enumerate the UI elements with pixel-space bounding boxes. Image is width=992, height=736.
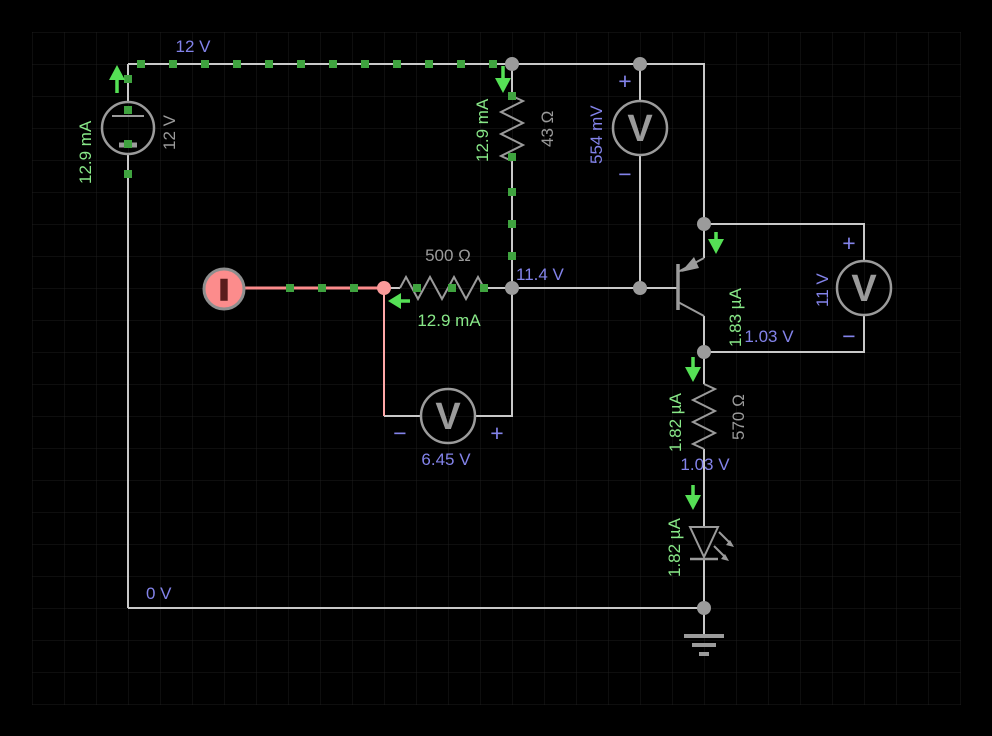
voltmeter-output[interactable]: V (835, 259, 893, 317)
node-dot (633, 57, 647, 71)
label-source-current: 12.9 mA (76, 120, 95, 184)
current-source-glyph: I (220, 275, 228, 305)
voltmeter-output-plus-sign: + (842, 230, 855, 256)
label-mid-node-voltage: 11.4 V (516, 265, 565, 284)
node-dot (697, 345, 711, 359)
label-collector-node-voltage: 1.03 V (744, 327, 794, 346)
wire-top-rail[interactable] (128, 63, 705, 224)
transistor-emitter-arrow-icon (681, 257, 699, 272)
resistor-570-zigzag[interactable] (690, 383, 718, 450)
node-dot (633, 281, 647, 295)
label-top-rail-voltage: 12 V (176, 37, 212, 56)
wire-voltmeter-output-top[interactable] (704, 223, 865, 261)
voltmeter-glyph: V (851, 268, 877, 310)
current-arrow-down-emitter (708, 232, 724, 254)
transistor-collector-diagonal[interactable] (677, 301, 705, 317)
resistor-500-zigzag[interactable] (399, 274, 485, 302)
led-emission-arrows-icon (713, 531, 734, 561)
grid (32, 32, 961, 705)
label-led-current: 1.82 µA (665, 517, 684, 577)
wire-voltmeter-output-bottom[interactable] (704, 315, 865, 353)
label-r570-bottom-voltage: 1.03 V (680, 455, 730, 474)
current-arrow-left-selected-wire (388, 293, 410, 309)
label-r43-current: 12.9 mA (473, 98, 492, 162)
node-dot (697, 601, 711, 615)
label-bottom-rail-voltage: 0 V (146, 584, 172, 603)
current-arrow-down-r43 (495, 66, 511, 93)
label-base-current: 1.83 µA (726, 287, 745, 347)
node-dot-selected (377, 281, 391, 295)
resistor-43-zigzag[interactable] (498, 95, 526, 162)
label-r500-current: 12.9 mA (417, 311, 481, 330)
voltage-source-circle[interactable] (100, 100, 156, 156)
transistor[interactable] (676, 257, 705, 317)
voltmeter-glyph: V (435, 396, 461, 438)
voltmeter-r500[interactable]: V (419, 387, 477, 445)
current-arrow-down-led (685, 485, 701, 510)
current-arrow-up-source (109, 65, 125, 93)
label-r570-current: 1.82 µA (666, 392, 685, 452)
label-source-value: 12 V (160, 114, 179, 150)
node-dot (697, 217, 711, 231)
current-dots (124, 60, 516, 292)
label-r43-value: 43 Ω (538, 111, 557, 147)
voltmeter-output-minus-sign: − (842, 323, 855, 349)
voltmeter-base[interactable]: V (611, 99, 669, 157)
voltmeter-base-minus-sign: − (618, 161, 631, 187)
label-r500-value: 500 Ω (425, 246, 471, 265)
wire-voltmeter-r500-right-lead[interactable] (475, 288, 513, 417)
current-arrow-down-r570 (685, 357, 701, 382)
voltmeter-glyph: V (627, 108, 653, 150)
current-source[interactable]: I (202, 267, 246, 311)
led-triangle[interactable] (688, 526, 720, 560)
current-source-circle[interactable] (202, 267, 246, 311)
label-r570-value: 570 Ω (729, 394, 748, 440)
label-voltmeter-base-reading: 554 mV (587, 105, 606, 164)
label-voltmeter-output-reading: 11 V (813, 273, 832, 307)
voltmeter-r500-minus-sign: − (393, 420, 406, 446)
node-dot (505, 281, 519, 295)
label-voltmeter-r500-reading: 6.45 V (421, 450, 471, 469)
voltmeter-base-plus-sign: + (618, 68, 631, 94)
node-dot (505, 57, 519, 71)
led[interactable] (688, 526, 734, 561)
voltmeter-r500-plus-sign: + (490, 420, 503, 446)
